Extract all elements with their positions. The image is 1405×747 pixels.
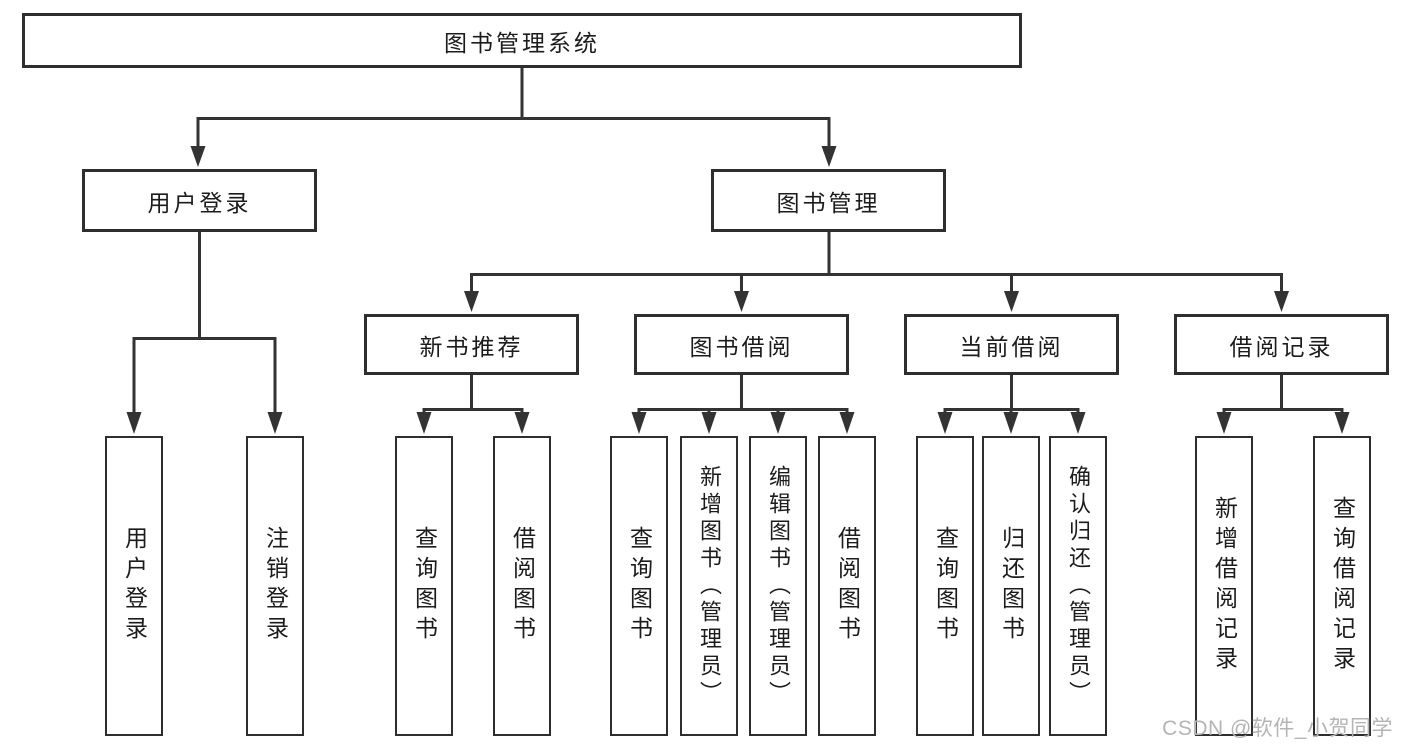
connector-userlogin-to-leaves bbox=[126, 232, 283, 434]
leaf-query-books-borrow: 查询图书 bbox=[610, 436, 668, 736]
leaf-add-book-admin: 新增图书（管理员） bbox=[680, 436, 738, 736]
csdn-watermark: CSDN @软件_小贺同学 bbox=[1162, 717, 1393, 740]
leaf-query-books-recommend-label: 查询图书 bbox=[411, 526, 438, 646]
node-book-management: 图书管理 bbox=[711, 169, 946, 232]
node-new-book-recommendation-label: 新书推荐 bbox=[419, 333, 524, 360]
leaf-query-books-recommend: 查询图书 bbox=[395, 436, 453, 736]
leaf-return-book-label: 归还图书 bbox=[998, 526, 1025, 646]
node-current-borrowing-label: 当前借阅 bbox=[959, 333, 1064, 360]
leaf-return-book: 归还图书 bbox=[982, 436, 1040, 736]
connector-bookmgmt-to-level3 bbox=[464, 232, 1289, 312]
leaf-logout-label: 注销登录 bbox=[262, 526, 289, 646]
leaf-query-books-borrow-label: 查询图书 bbox=[626, 526, 653, 646]
leaf-user-login-label: 用户登录 bbox=[121, 526, 148, 646]
connector-bookborrow-to-leaves bbox=[631, 375, 855, 434]
leaf-edit-book-admin-label: 编辑图书（管理员） bbox=[766, 464, 791, 708]
leaf-logout: 注销登录 bbox=[246, 436, 304, 736]
node-root-system-label: 图书管理系统 bbox=[444, 29, 600, 56]
connector-records-to-leaves bbox=[1216, 375, 1350, 434]
leaf-borrow-books-label: 借阅图书 bbox=[834, 526, 861, 646]
node-book-borrowing-label: 图书借阅 bbox=[689, 333, 794, 360]
node-root-system: 图书管理系统 bbox=[22, 13, 1022, 68]
leaf-add-borrow-record: 新增借阅记录 bbox=[1195, 436, 1253, 736]
connector-currentborrow-to-leaves bbox=[937, 375, 1086, 434]
node-user-login-label: 用户登录 bbox=[147, 189, 252, 216]
node-current-borrowing: 当前借阅 bbox=[904, 314, 1119, 375]
node-borrowing-records: 借阅记录 bbox=[1174, 314, 1389, 375]
node-new-book-recommendation: 新书推荐 bbox=[364, 314, 579, 375]
leaf-borrow-books-recommend-label: 借阅图书 bbox=[509, 526, 536, 646]
leaf-query-borrow-record-label: 查询借阅记录 bbox=[1329, 496, 1356, 676]
node-borrowing-records-label: 借阅记录 bbox=[1229, 333, 1334, 360]
node-user-login: 用户登录 bbox=[82, 169, 317, 232]
leaf-query-books-current-label: 查询图书 bbox=[932, 526, 959, 646]
leaf-edit-book-admin: 编辑图书（管理员） bbox=[749, 436, 807, 736]
leaf-add-book-admin-label: 新增图书（管理员） bbox=[697, 464, 722, 708]
leaf-borrow-books-recommend: 借阅图书 bbox=[493, 436, 551, 736]
leaf-add-borrow-record-label: 新增借阅记录 bbox=[1211, 496, 1238, 676]
leaf-borrow-books: 借阅图书 bbox=[818, 436, 876, 736]
leaf-query-borrow-record: 查询借阅记录 bbox=[1313, 436, 1371, 736]
connector-newbook-to-leaves bbox=[416, 375, 530, 434]
leaf-confirm-return-admin: 确认归还（管理员） bbox=[1049, 436, 1107, 736]
connector-root-to-level2 bbox=[190, 68, 837, 167]
leaf-user-login: 用户登录 bbox=[105, 436, 163, 736]
node-book-borrowing: 图书借阅 bbox=[634, 314, 849, 375]
leaf-confirm-return-admin-label: 确认归还（管理员） bbox=[1066, 464, 1091, 708]
leaf-query-books-current: 查询图书 bbox=[916, 436, 974, 736]
node-book-management-label: 图书管理 bbox=[776, 189, 881, 216]
